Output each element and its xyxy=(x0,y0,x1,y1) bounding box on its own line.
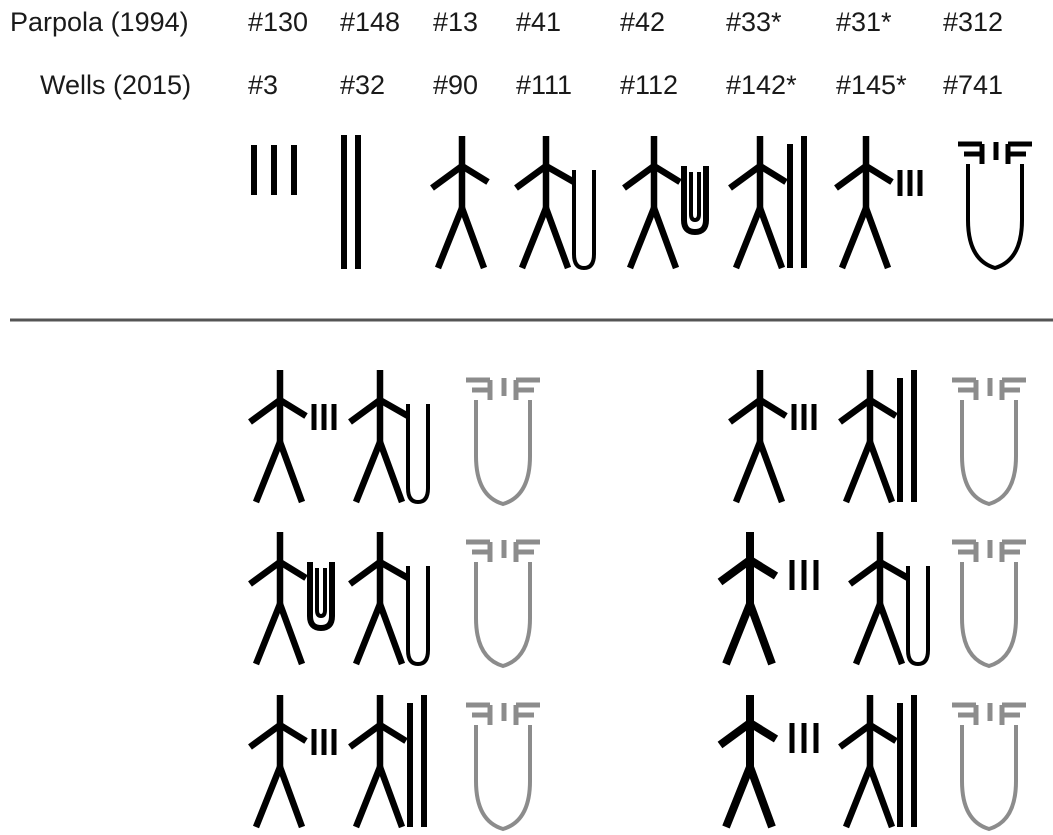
left-sequence-1 xyxy=(250,370,540,504)
parpola-code-4: #41 xyxy=(516,7,561,37)
sign-jar xyxy=(958,142,1032,268)
parpola-row-label: Parpola (1994) xyxy=(10,7,189,37)
sign-man-with-three-strokes xyxy=(836,136,920,268)
wells-code-4: #111 xyxy=(516,70,572,100)
sign-two-long-strokes xyxy=(344,135,358,269)
sign-man-with-loop xyxy=(516,136,594,268)
parpola-code-5: #42 xyxy=(620,7,665,37)
wells-code-6: #142* xyxy=(726,70,797,100)
sign-three-short-strokes xyxy=(254,145,294,195)
left-sequence-2 xyxy=(250,532,540,666)
wells-code-3: #90 xyxy=(433,70,478,100)
wells-code-1: #3 xyxy=(248,70,278,100)
parpola-code-7: #31* xyxy=(836,7,892,37)
wells-code-7: #145* xyxy=(836,70,907,100)
right-sequence-3 xyxy=(720,695,1026,829)
parpola-code-8: #312 xyxy=(943,7,1003,37)
parpola-code-3: #13 xyxy=(433,7,478,37)
sign-man-with-two-strokes xyxy=(730,136,804,268)
parpola-code-1: #130 xyxy=(248,7,308,37)
wells-code-5: #112 xyxy=(620,70,678,100)
sign-man xyxy=(432,136,488,268)
left-sequence-3 xyxy=(250,695,540,829)
wells-code-8: #741 xyxy=(943,70,1003,100)
wells-code-2: #32 xyxy=(340,70,385,100)
sign-man-with-u-bag xyxy=(624,136,706,268)
right-sequence-2 xyxy=(720,532,1026,666)
wells-row-label: Wells (2015) xyxy=(40,70,191,100)
parpola-code-6: #33* xyxy=(726,7,782,37)
right-sequence-1 xyxy=(730,370,1026,504)
parpola-code-2: #148 xyxy=(340,7,400,37)
